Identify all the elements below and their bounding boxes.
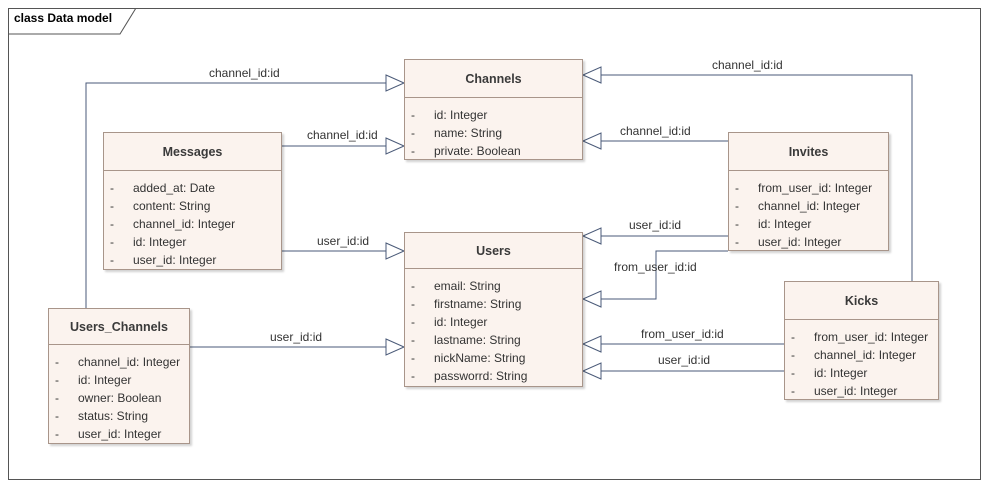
class-messages-attr: -added_at: Date (110, 181, 216, 195)
class-messages-attr: -id: Integer (110, 235, 187, 249)
class-users-channels-attr: -id: Integer (55, 373, 132, 387)
class-users-channels-attr: -owner: Boolean (55, 391, 162, 405)
class-users-attr: -firstname: String (411, 297, 522, 311)
class-users-channels-title: Users_Channels (49, 309, 189, 345)
class-invites-title: Invites (729, 133, 888, 171)
class-users-attr: -nickName: String (411, 351, 526, 365)
diagram-frame (8, 8, 981, 480)
class-channels[interactable]: Channels -id: Integer -name: String -pri… (404, 59, 583, 160)
class-messages[interactable]: Messages -added_at: Date -content: Strin… (103, 132, 282, 270)
edge-invites-users-from (583, 250, 728, 299)
class-messages-attr: -user_id: Integer (110, 253, 217, 267)
class-kicks-attr: -user_id: Integer (791, 384, 898, 398)
class-channels-attr: -id: Integer (411, 108, 488, 122)
class-users-channels-attr: -user_id: Integer (55, 427, 162, 441)
edge-label: channel_id:id (712, 58, 783, 72)
class-channels-title: Channels (405, 60, 582, 98)
class-messages-title: Messages (104, 133, 281, 171)
edge-label: from_user_id:id (641, 327, 724, 341)
edge-label: channel_id:id (307, 128, 378, 142)
class-kicks-title: Kicks (785, 282, 938, 320)
class-users[interactable]: Users -email: String -firstname: String … (404, 232, 583, 387)
frame-title: class Data model (14, 11, 113, 25)
class-channels-attr: -private: Boolean (411, 144, 521, 158)
class-invites-attr: -user_id: Integer (735, 235, 842, 249)
edge-label: channel_id:id (209, 66, 280, 80)
edge-label: user_id:id (317, 234, 370, 248)
class-users-channels-attr: -channel_id: Integer (55, 355, 181, 369)
class-invites[interactable]: Invites -from_user_id: Integer -channel_… (728, 132, 889, 251)
class-users-title: Users (405, 233, 582, 269)
class-users-channels-attr: -status: String (55, 409, 149, 423)
edge-label: from_user_id:id (614, 260, 697, 274)
class-messages-attr: -content: String (110, 199, 211, 213)
edge-label: channel_id:id (620, 124, 691, 138)
frame-title-tab (8, 8, 137, 35)
class-users-attr: -email: String (411, 279, 501, 293)
class-kicks-attr: -channel_id: Integer (791, 348, 917, 362)
class-users-attr: -id: Integer (411, 315, 488, 329)
class-invites-attr: -id: Integer (735, 217, 812, 231)
class-kicks[interactable]: Kicks -from_user_id: Integer -channel_id… (784, 281, 939, 400)
class-messages-attr: -channel_id: Integer (110, 217, 236, 231)
edge-userschannels-channels (85, 83, 404, 308)
class-kicks-attr: -from_user_id: Integer (791, 330, 929, 344)
edge-label: user_id:id (629, 218, 682, 232)
class-invites-attr: -channel_id: Integer (735, 199, 861, 213)
class-invites-attr: -from_user_id: Integer (735, 181, 873, 195)
edge-label: user_id:id (270, 330, 323, 344)
edge-kicks-channels (583, 75, 913, 283)
class-channels-attr: -name: String (411, 126, 503, 140)
edge-label: user_id:id (658, 353, 711, 367)
class-users-channels[interactable]: Users_Channels -channel_id: Integer -id:… (48, 308, 190, 444)
class-users-attr: -lastname: String (411, 333, 521, 347)
class-users-attr: -passworrd: String (411, 369, 528, 383)
class-kicks-attr: -id: Integer (791, 366, 868, 380)
